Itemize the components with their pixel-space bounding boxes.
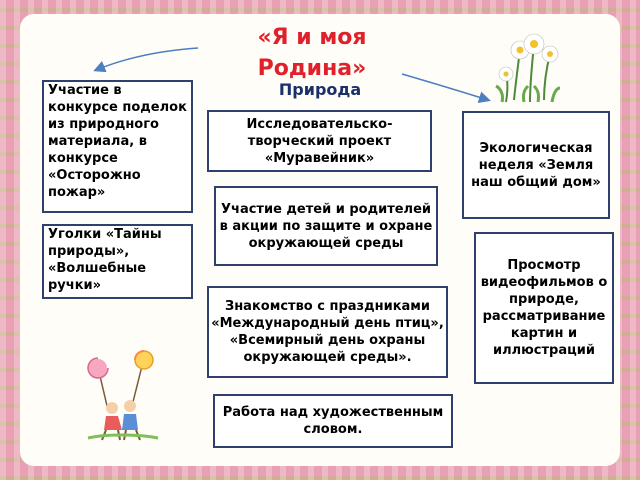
box-project: Исследовательско-творческий проект «Мура…	[207, 110, 432, 172]
box-holidays: Знакомство с праздниками «Международный …	[207, 286, 448, 378]
title-line-1: «Я и моя	[257, 25, 367, 50]
arrow-left	[93, 47, 199, 73]
box-corners: Уголки «Тайны природы», «Волшебные ручки…	[42, 224, 193, 299]
box-ecoweek: Экологическая неделя «Земля наш общий до…	[462, 111, 610, 219]
box-artword: Работа над художественным словом.	[213, 394, 453, 448]
box-videos: Просмотр видеофильмов о природе, рассмат…	[474, 232, 614, 384]
title-line-2: Родина»	[257, 56, 367, 81]
children-with-lollipops-icon	[87, 350, 159, 441]
arrow-right	[401, 73, 491, 104]
box-contest: Участие в конкурсе поделок из природного…	[42, 80, 193, 213]
daisy-flowers-icon	[495, 33, 561, 103]
page-subtitle: Природа	[278, 80, 362, 99]
page-title: «Я и моя Родина»	[232, 22, 392, 84]
box-action: Участие детей и родителей в акции по защ…	[214, 186, 438, 266]
